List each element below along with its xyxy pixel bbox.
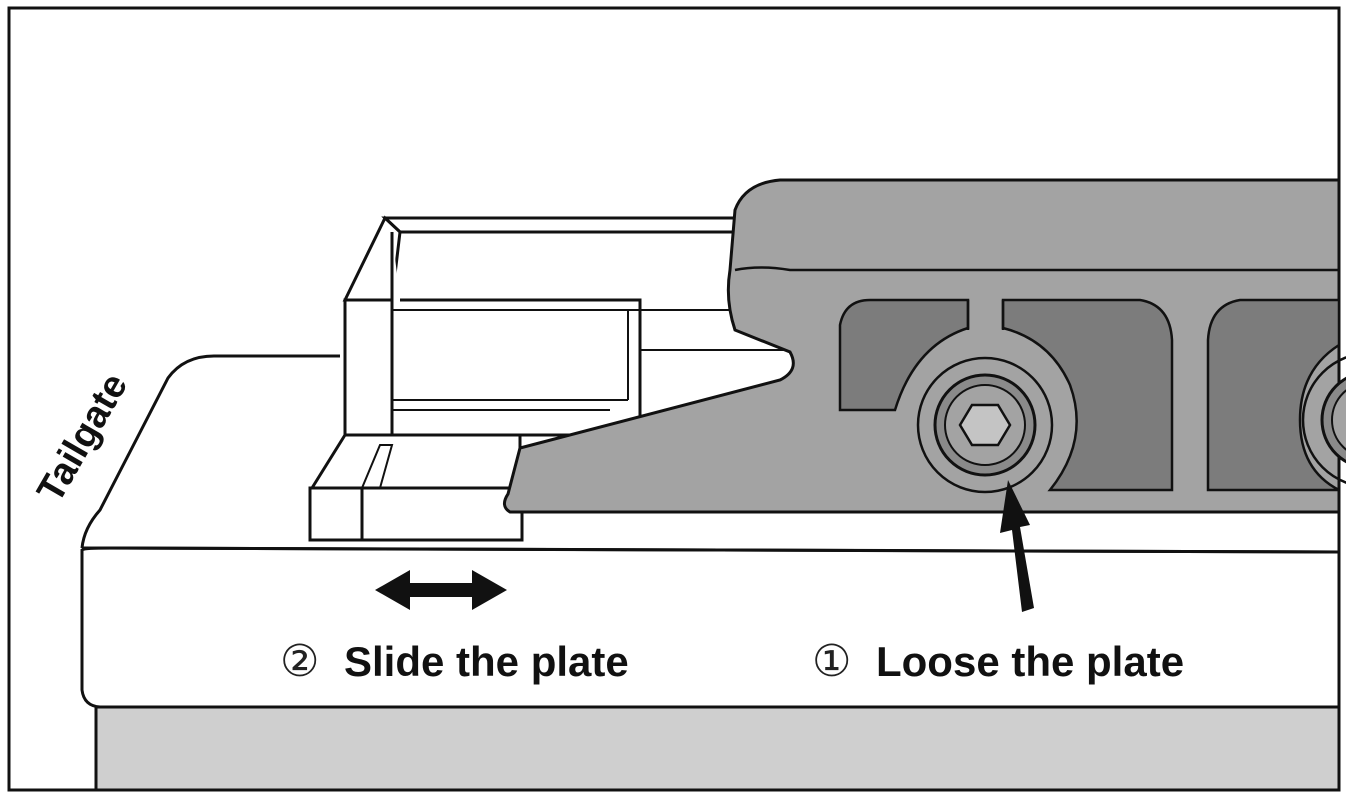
bolt-pointer-arrow-icon xyxy=(1000,480,1034,612)
step1-number: ① xyxy=(812,636,851,687)
hex-bolt-icon xyxy=(958,403,1012,447)
plate-slot-right xyxy=(1206,298,1341,492)
plate-slot-middle xyxy=(1001,298,1174,492)
step2-label: Slide the plate xyxy=(344,638,629,685)
step2-number: ② xyxy=(280,636,319,687)
bumper-band xyxy=(94,705,1341,792)
slide-double-arrow-icon xyxy=(375,570,507,610)
gray-plate xyxy=(503,178,1346,514)
step1-label: Loose the plate xyxy=(876,638,1184,685)
